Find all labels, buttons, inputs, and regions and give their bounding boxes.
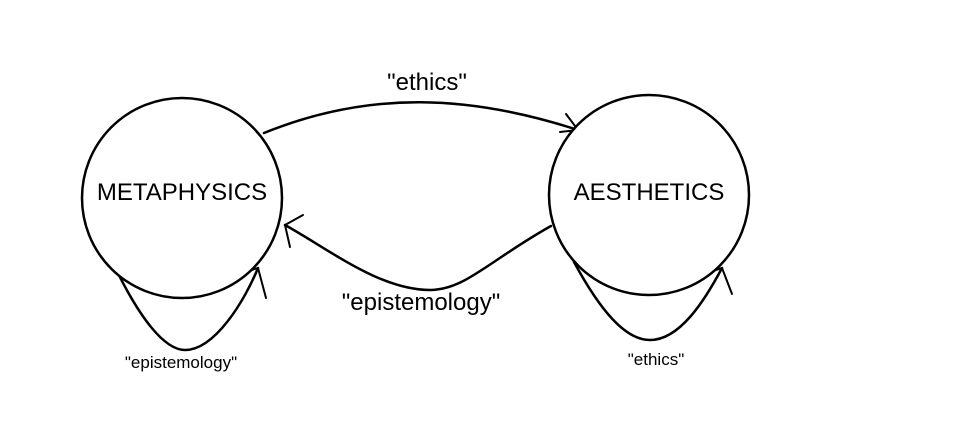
- edge-label-ethics-top: "ethics": [387, 69, 467, 96]
- node-label-metaphysics: METAPHYSICS: [97, 179, 267, 206]
- edge-aesthetics-to-metaphysics: [283, 214, 553, 292]
- node-aesthetics: [547, 93, 751, 297]
- edge-label-ethics-selfloop: "ethics": [628, 350, 684, 369]
- node-metaphysics: [80, 96, 284, 300]
- edge-metaphysics-to-aesthetics: [262, 101, 580, 135]
- node-label-aesthetics: AESTHETICS: [574, 179, 725, 206]
- edge-label-epistemology-selfloop: "epistemology": [125, 353, 237, 372]
- edge-label-epistemology-bottom: "epistemology": [342, 289, 500, 316]
